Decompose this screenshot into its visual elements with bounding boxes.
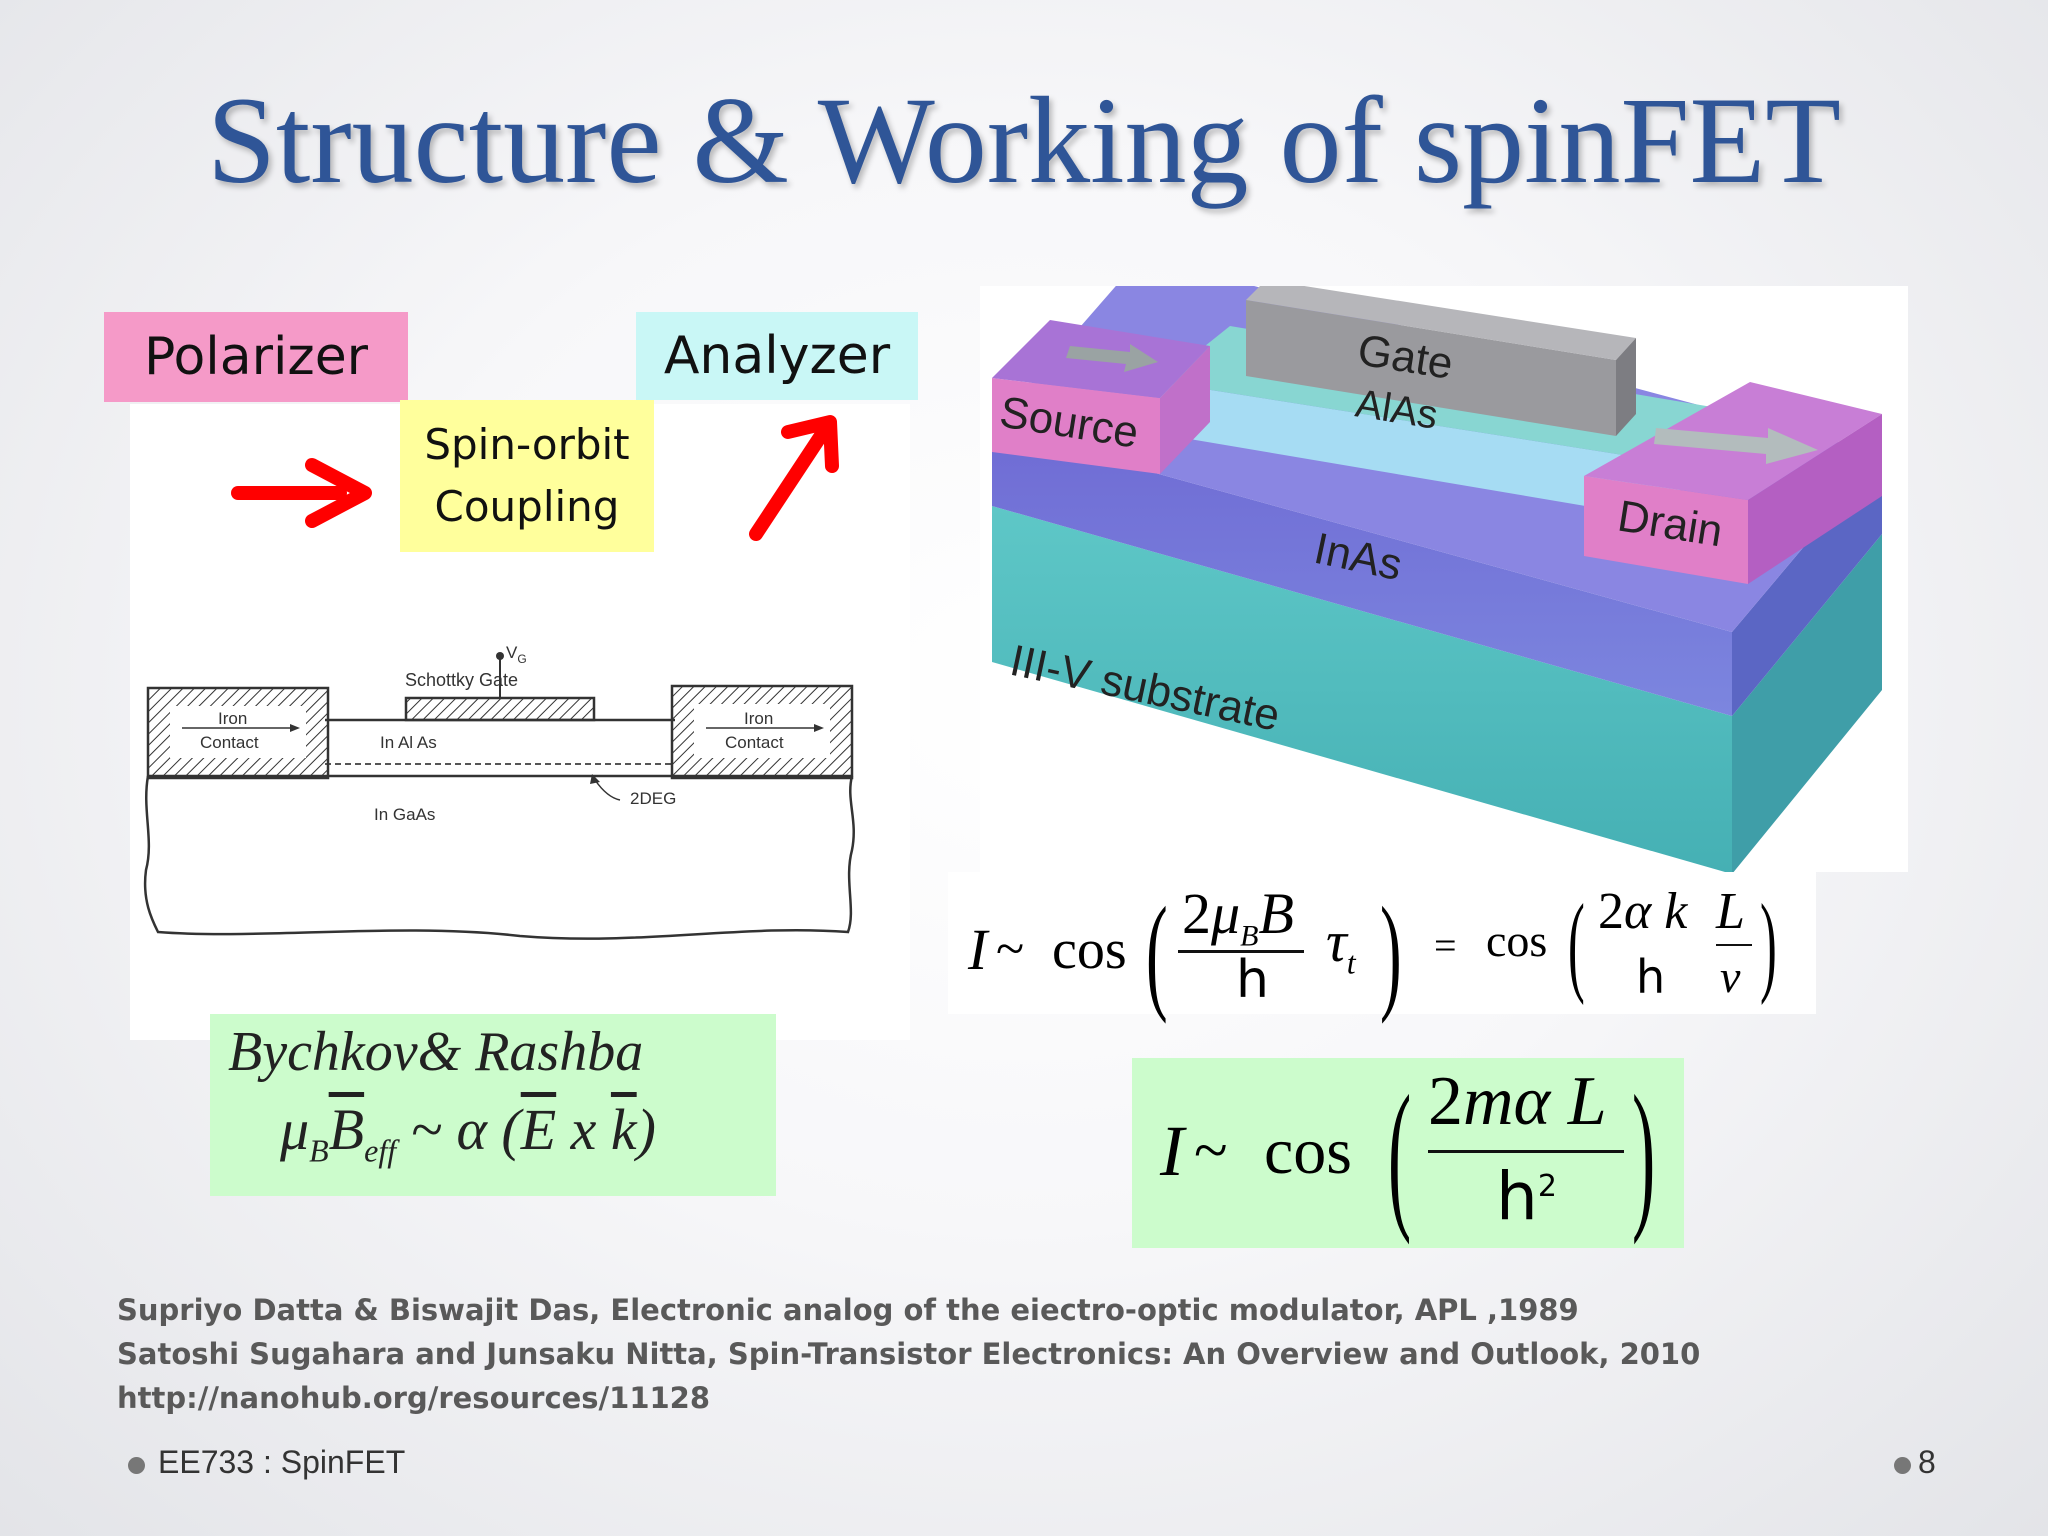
spinfet-3d-diagram: Gate AlAs Source Drain InAs III-V substr… bbox=[992, 286, 1882, 872]
polarizer-label: Polarizer bbox=[104, 312, 408, 402]
spin-orbit-line1: Spin-orbit bbox=[424, 420, 630, 469]
references: Supriyo Datta & Biswajit Das, Electronic… bbox=[117, 1288, 1700, 1420]
schottky-gate bbox=[404, 696, 596, 722]
twodeg-label: 2DEG bbox=[630, 789, 676, 808]
schottky-gate-label: Schottky Gate bbox=[405, 670, 518, 690]
analyzer-label: Analyzer bbox=[636, 312, 918, 400]
rashba-authors: Bychkov& Rashba bbox=[228, 1021, 644, 1083]
reference-1: Supriyo Datta & Biswajit Das, Electronic… bbox=[117, 1293, 1579, 1327]
inas-front bbox=[992, 428, 1732, 716]
current-equation-2-box: I ~ cos ( 2mα L h2 ) bbox=[1132, 1058, 1684, 1248]
footer-bullet-icon bbox=[128, 1457, 145, 1474]
substrate-side bbox=[1732, 534, 1882, 872]
spin-orbit-coupling-box: Spin-orbit Coupling bbox=[400, 400, 654, 552]
iron-right-label: Iron bbox=[744, 709, 773, 728]
page-number: 8 bbox=[1918, 1444, 1936, 1480]
slide-title: Structure & Working of spinFET bbox=[206, 72, 1842, 209]
substrate-front bbox=[992, 506, 1732, 872]
contact-right-label: Contact bbox=[725, 733, 784, 752]
vg-label: VG bbox=[506, 643, 527, 666]
gate-side bbox=[1616, 338, 1636, 436]
rashba-equation-box: Bychkov& Rashba μBBeff ~ α (E x k) bbox=[210, 1014, 776, 1196]
reference-3-link[interactable]: http://nanohub.org/resources/11128 bbox=[117, 1381, 711, 1415]
alas-front bbox=[1160, 382, 1680, 522]
contact-left-label: Contact bbox=[200, 733, 259, 752]
reference-2: Satoshi Sugahara and Junsaku Nitta, Spin… bbox=[117, 1337, 1701, 1371]
drain-spin-arrow-icon bbox=[1654, 428, 1818, 464]
substrate-outline bbox=[143, 775, 855, 940]
inalas-label: In Al As bbox=[380, 733, 437, 752]
right-arrow-icon bbox=[231, 458, 372, 528]
datta-das-schematic: VG Schottky Gate Iron Contact Iron Conta… bbox=[143, 643, 855, 940]
gate-front bbox=[1246, 300, 1616, 436]
ingaas-label: In GaAs bbox=[374, 805, 435, 824]
page-bullet-icon bbox=[1894, 1457, 1911, 1474]
drain-front bbox=[1584, 476, 1748, 584]
diagonal-arrow-icon bbox=[749, 415, 839, 541]
current-equation-panel bbox=[948, 872, 1816, 1014]
rashba-formula: μBBeff ~ α (E x k) bbox=[280, 1097, 656, 1169]
gate-top bbox=[1246, 286, 1636, 360]
iron-left-label: Iron bbox=[218, 709, 247, 728]
spin-orbit-line2: Coupling bbox=[434, 482, 620, 531]
footer-label: EE733 : SpinFET bbox=[158, 1444, 406, 1480]
source-spin-arrow-icon bbox=[1066, 344, 1158, 372]
current-equation-1: I ~ cos ( 2μBB h τt ) = cos ( 2α k L h v… bbox=[968, 881, 1777, 1025]
source-front bbox=[992, 378, 1160, 474]
